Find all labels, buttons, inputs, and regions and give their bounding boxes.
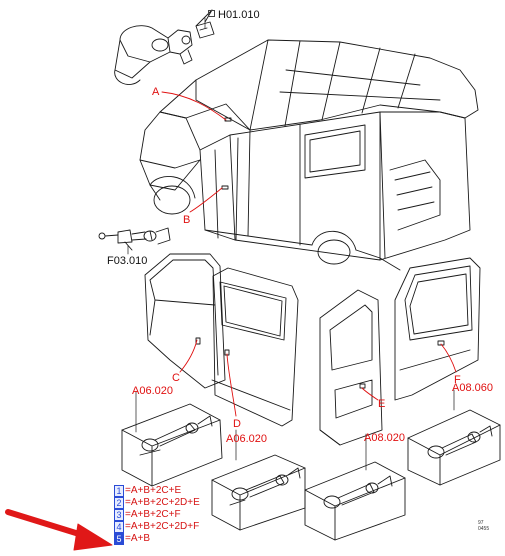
legend-number-1: 1 <box>114 485 124 497</box>
lock-label-a: A <box>152 86 160 98</box>
van-body-drawing <box>139 39 479 271</box>
lock-label-b: B <box>183 214 191 226</box>
ref-f03010: F03.010 <box>107 255 148 267</box>
sliding-side-door-drawing <box>144 253 299 427</box>
lock-label-e: E <box>378 398 386 410</box>
red-leader-lines <box>161 91 457 417</box>
key-and-lock-barrel <box>98 227 171 251</box>
ignition-lock-assembly <box>114 9 215 85</box>
rear-doors-drawing <box>319 257 481 446</box>
variant-legend: 1=A+B+2C+E 2=A+B+2C+2D+E 3=A+B+2C+F 4=A+… <box>114 485 200 545</box>
legend-row-2[interactable]: 2=A+B+2C+2D+E <box>114 497 200 509</box>
ref-a06020-c: A06.020 <box>132 385 173 397</box>
legend-text-1: =A+B+2C+E <box>125 485 182 496</box>
legend-number-5: 5 <box>114 533 124 545</box>
legend-number-2: 2 <box>114 497 124 509</box>
lock-label-f: F <box>454 374 461 386</box>
legend-text-2: =A+B+2C+2D+E <box>125 497 200 508</box>
lock-label-c: C <box>172 372 180 384</box>
legend-row-4[interactable]: 4=A+B+2C+2D+F <box>114 521 200 533</box>
legend-row-3[interactable]: 3=A+B+2C+F <box>114 509 200 521</box>
leader-lines <box>127 17 455 471</box>
legend-text-5: =A+B <box>125 533 151 544</box>
legend-row-1[interactable]: 1=A+B+2C+E <box>114 485 200 497</box>
legend-row-5[interactable]: 5=A+B <box>114 533 200 545</box>
ref-a06020-d: A06.020 <box>226 433 267 445</box>
ref-h01010: H01.010 <box>208 9 260 21</box>
ref-a08020-e: A08.020 <box>364 432 405 444</box>
legend-text-4: =A+B+2C+2D+F <box>125 521 200 532</box>
lock-label-d: D <box>233 418 241 430</box>
ref-a08060-f: A08.060 <box>452 382 493 394</box>
legend-text-3: =A+B+2C+F <box>125 509 181 520</box>
legend-number-4: 4 <box>114 521 124 533</box>
red-pointer-arrow <box>5 509 113 551</box>
legend-number-3: 3 <box>114 509 124 521</box>
corner-code: 97 0455 <box>478 520 490 532</box>
lock-cylinder-boxes <box>121 403 501 541</box>
